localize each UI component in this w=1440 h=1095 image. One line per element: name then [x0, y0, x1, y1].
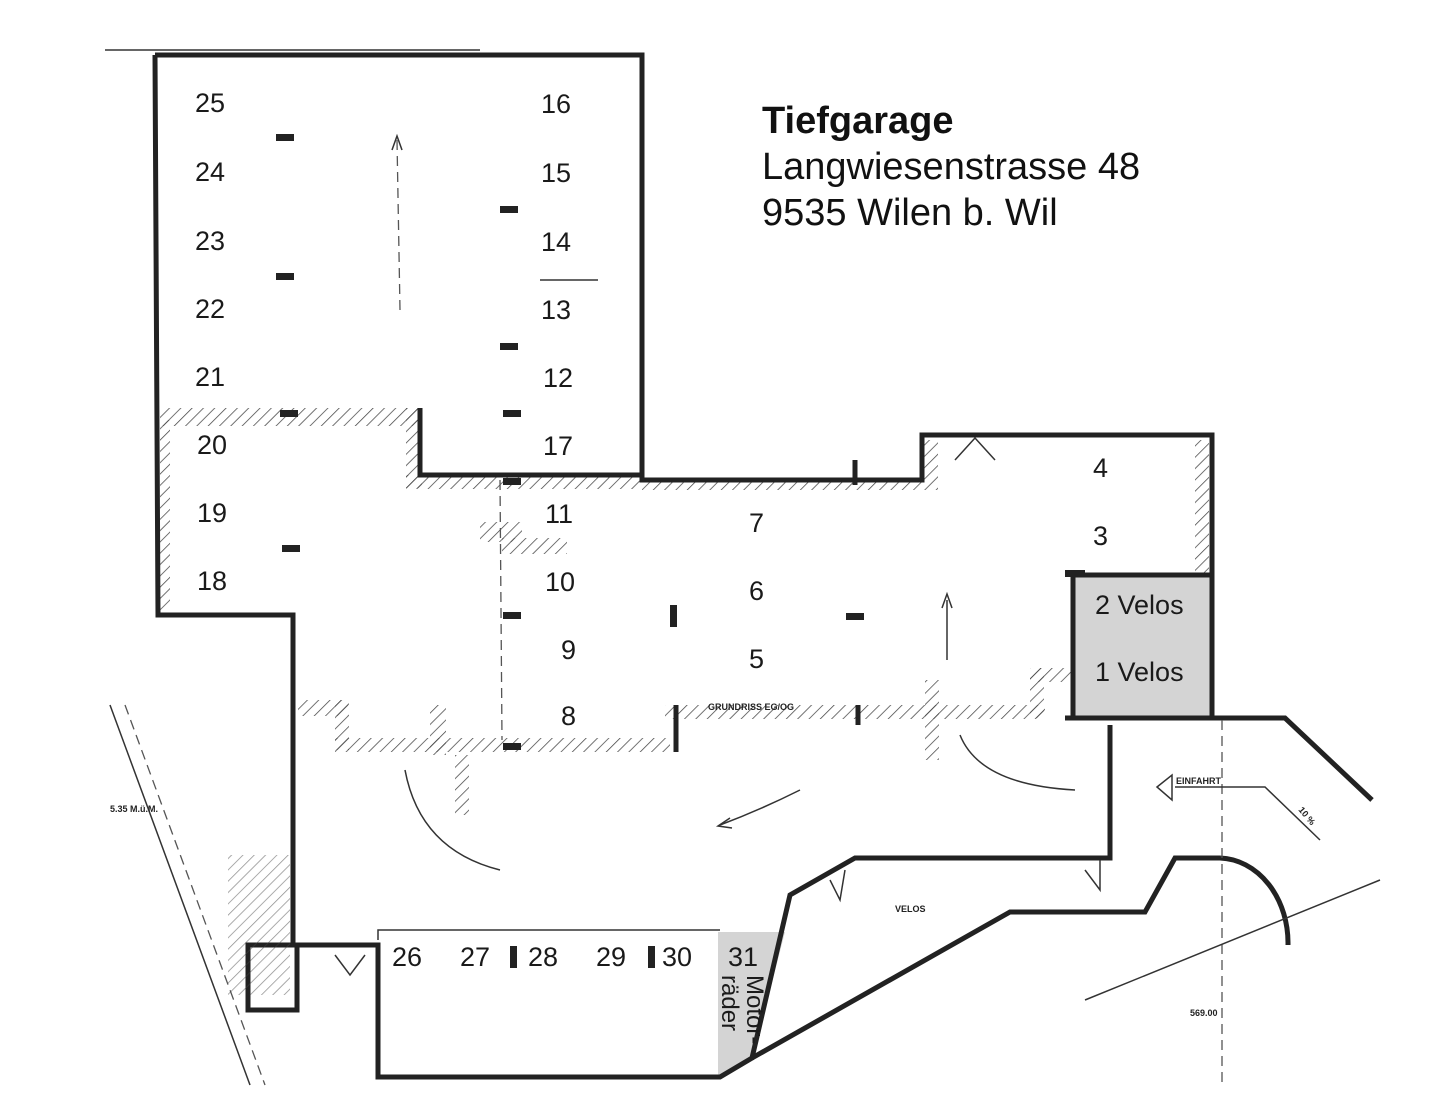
space-26: 26 [392, 942, 422, 972]
motorcycle-area-shade [718, 932, 785, 1076]
city-address: 9535 Wilen b. Wil [762, 192, 1058, 234]
space-18: 18 [197, 566, 227, 596]
space-9: 9 [561, 635, 576, 665]
space-20: 20 [197, 430, 227, 460]
space-22: 22 [195, 294, 225, 324]
velos-label: VELOS [895, 904, 926, 914]
level-label: 569.00 [1190, 1008, 1218, 1018]
garage-title-block: Tiefgarage Langwiesenstrasse 48 9535 Wil… [762, 98, 1140, 236]
space-8: 8 [561, 701, 576, 731]
space-14: 14 [541, 227, 571, 257]
velo-1-label: 1 Velos [1095, 657, 1184, 687]
space-24: 24 [195, 157, 225, 187]
space-27: 27 [460, 942, 490, 972]
space-11: 11 [545, 499, 573, 529]
space-6: 6 [749, 576, 764, 606]
entrance-label: EINFAHRT [1176, 776, 1222, 786]
space-10: 10 [545, 567, 575, 597]
space-7: 7 [749, 508, 764, 538]
velo-area-shade [1073, 575, 1212, 718]
title: Tiefgarage [762, 100, 954, 142]
motorcycle-label-2: räder [716, 975, 743, 1031]
space-12: 12 [543, 363, 573, 393]
street-address: Langwiesenstrasse 48 [762, 146, 1141, 188]
staircase [228, 855, 290, 995]
space-13: 13 [541, 295, 571, 325]
space-25: 25 [195, 88, 225, 118]
space-21: 21 [195, 362, 225, 392]
pillars [276, 134, 1085, 968]
space-5: 5 [749, 644, 764, 674]
hatched-walls [160, 408, 1209, 815]
space-4: 4 [1093, 453, 1108, 483]
velo-2-label: 2 Velos [1095, 590, 1184, 620]
space-3: 3 [1093, 521, 1108, 551]
walls [152, 52, 1374, 1080]
guide-lines [105, 49, 1381, 1086]
space-19: 19 [197, 498, 227, 528]
elevation-label: 5.35 M.ü.M. [110, 804, 158, 814]
space-30: 30 [662, 942, 692, 972]
grundriss-label: GRUNDRISS EG/OG [708, 702, 794, 712]
space-17: 17 [543, 431, 573, 461]
space-29: 29 [596, 942, 626, 972]
space-23: 23 [195, 226, 225, 256]
space-28: 28 [528, 942, 558, 972]
motorcycle-label-1: Motor- [741, 975, 768, 1044]
parking-space-numbers: 25 24 23 22 21 20 19 18 16 15 14 13 12 1… [195, 88, 1108, 972]
space-15: 15 [541, 158, 571, 188]
space-16: 16 [541, 89, 571, 119]
slope-label: 10 % [1296, 805, 1317, 827]
space-31: 31 [728, 942, 758, 972]
